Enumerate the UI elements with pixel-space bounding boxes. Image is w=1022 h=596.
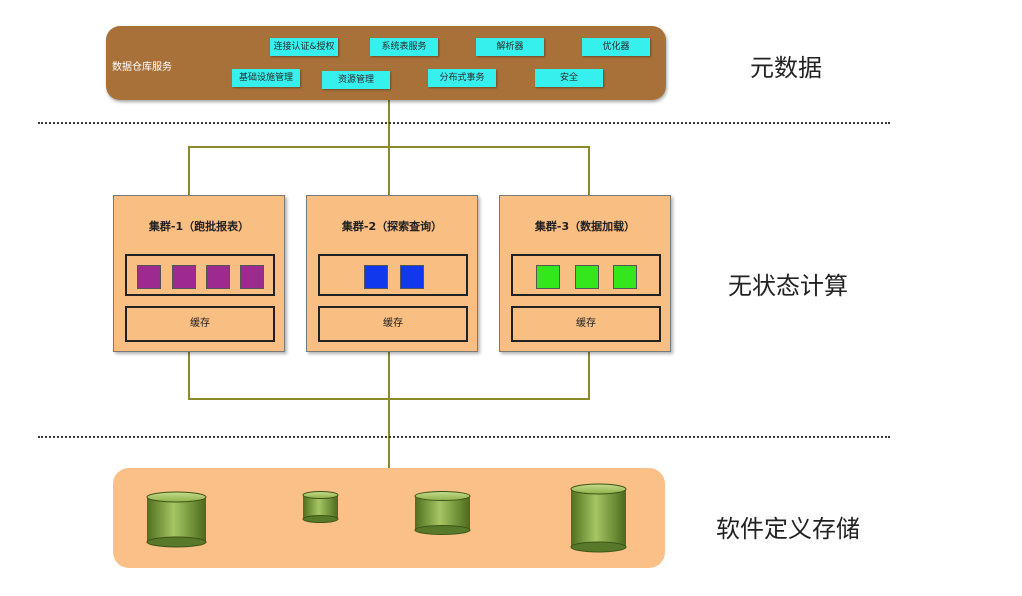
cluster-3-slot	[575, 265, 599, 289]
metadata-layer-label: 元数据	[750, 54, 822, 82]
service-auth: 连接认证&授权	[270, 38, 338, 56]
cluster-2-title: 集群-2（探索查询）	[341, 220, 443, 233]
cluster-1-slot	[240, 265, 264, 289]
service-parser: 解析器	[476, 38, 544, 56]
cluster-2-slot-group	[318, 254, 468, 296]
cluster-2-cache: 缓存	[318, 306, 468, 342]
cluster-1-slot	[137, 265, 161, 289]
cluster-1: 集群-1（跑批报表） 缓存	[113, 195, 285, 352]
cluster-1-slot	[206, 265, 230, 289]
service-optimizer: 优化器	[582, 38, 650, 56]
cluster-3-slot	[536, 265, 560, 289]
service-infrastructure: 基础设施管理	[232, 69, 300, 87]
service-security: 安全	[535, 69, 603, 87]
disk-1	[146, 491, 207, 548]
cluster-3-cache: 缓存	[511, 306, 661, 342]
cluster-3-slot-group	[511, 254, 661, 296]
service-resource-management: 资源管理	[322, 71, 390, 89]
cluster-1-slot-group	[125, 254, 275, 296]
cluster-2-slot	[364, 265, 388, 289]
storage-layer-label: 软件定义存储	[716, 515, 860, 543]
data-warehouse-service-title: 数据仓库服务	[112, 62, 172, 73]
cluster-2-slot	[400, 265, 424, 289]
cluster-3-title: 集群-3（数据加载）	[534, 220, 636, 233]
disk-4	[570, 483, 627, 553]
service-system-tables: 系统表服务	[370, 38, 438, 56]
disk-2	[302, 491, 339, 523]
cluster-1-title: 集群-1（跑批报表）	[148, 220, 250, 233]
disk-3	[414, 491, 471, 535]
cluster-1-slot	[172, 265, 196, 289]
cluster-1-cache: 缓存	[125, 306, 275, 342]
cluster-3: 集群-3（数据加载） 缓存	[499, 195, 671, 352]
cluster-2: 集群-2（探索查询） 缓存	[306, 195, 478, 352]
layer-divider-top	[38, 122, 890, 124]
layer-divider-bottom	[38, 436, 890, 438]
cluster-3-slot	[613, 265, 637, 289]
compute-layer-label: 无状态计算	[728, 272, 848, 300]
service-distributed-transactions: 分布式事务	[428, 69, 496, 87]
